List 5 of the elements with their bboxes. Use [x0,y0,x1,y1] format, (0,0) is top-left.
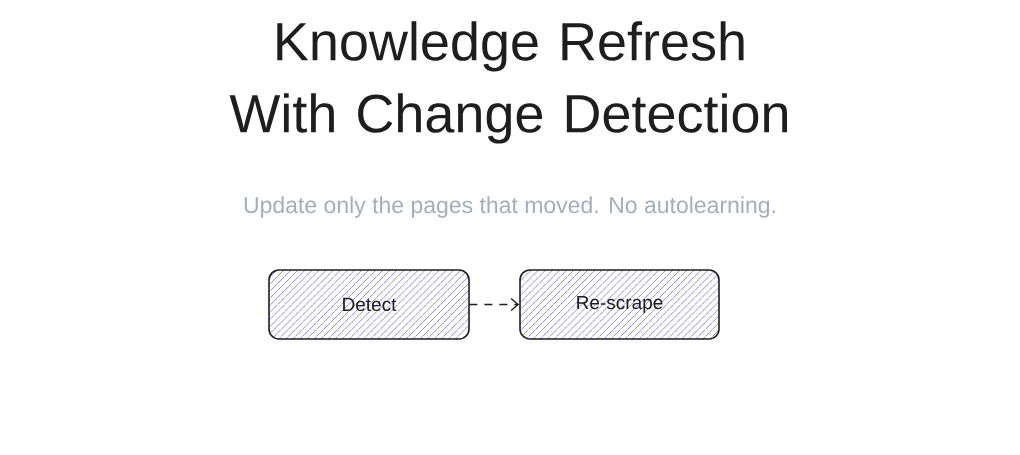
process-box: Detect [268,269,470,340]
title: Knowledge Refresh With Change Detection [229,21,787,144]
process-box: Re-scrape [519,269,720,340]
subtitle: Update only the pages that moved. No autolearning. [244,196,775,218]
arrow [468,297,520,312]
